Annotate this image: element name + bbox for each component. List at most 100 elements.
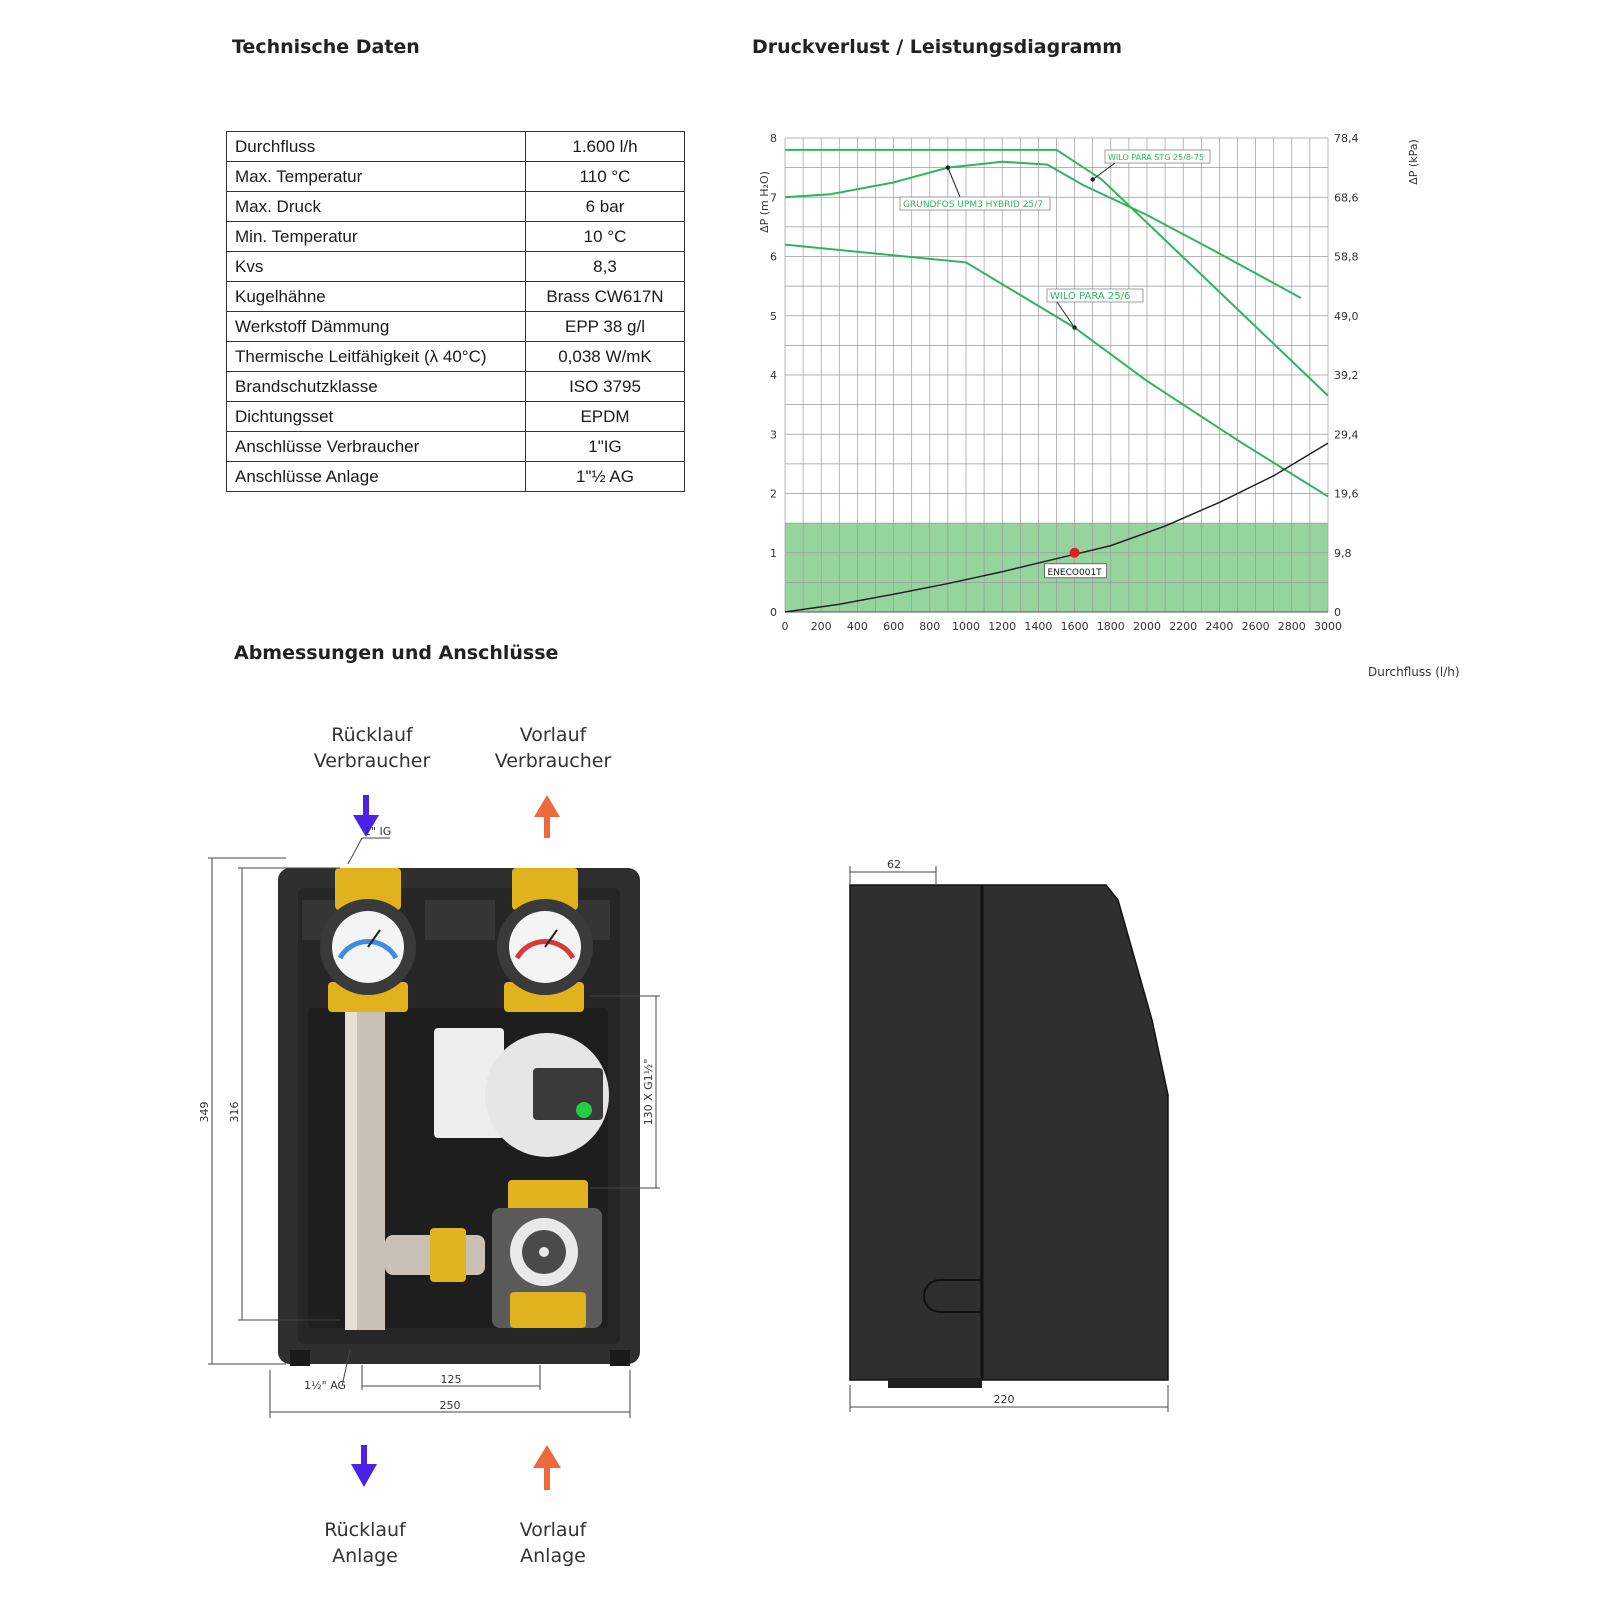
y-right-tick-label: 78,4 (1334, 132, 1359, 145)
y-tick-label: 4 (770, 369, 777, 382)
x-tick-label: 400 (847, 620, 868, 633)
arrow-up-supply-system-icon (533, 1445, 561, 1490)
heading-dimensions: Abmessungen und Anschlüsse (234, 642, 559, 664)
series-label-leader (1056, 301, 1076, 328)
front-view-drawing: 1" IG 349 316 130 X G1½" 1½" AG 125 250 (198, 795, 660, 1490)
x-tick-label: 2400 (1205, 620, 1233, 633)
operating-point-label: ENECO001T (1048, 568, 1103, 578)
y-right-tick-label: 19,6 (1334, 488, 1359, 501)
spec-label: Anschlüsse Anlage (226, 461, 526, 492)
spec-label: Brandschutzklasse (226, 371, 526, 402)
series-label-dot (945, 165, 951, 170)
spec-value: 6 bar (525, 191, 685, 222)
series-label-box (1104, 149, 1211, 164)
x-tick-label: 3000 (1314, 620, 1342, 633)
x-tick-label: 200 (811, 620, 832, 633)
series-label-box (1046, 288, 1144, 303)
mixing-valve-knob-icon (510, 1218, 578, 1286)
circulation-pump-icon (434, 1028, 609, 1157)
series-line (784, 160, 1302, 299)
spec-value: 1"IG (525, 431, 685, 462)
y-right-tick-label: 58,8 (1334, 251, 1359, 264)
series-label: WILO PARA 25/6 (1050, 291, 1130, 302)
x-tick-label: 1800 (1097, 620, 1125, 633)
arrow-down-return-system-icon (351, 1445, 377, 1487)
y-right-tick-label: 9,8 (1334, 547, 1352, 560)
spec-value: 8,3 (525, 251, 685, 282)
arrow-down-return-consumer-icon (353, 795, 379, 837)
y-right-tick-label: 29,4 (1334, 428, 1359, 441)
y-tick-label: 5 (770, 310, 777, 323)
label-return-consumer: Rücklauf Verbraucher (313, 724, 431, 772)
series-label-box (899, 196, 1051, 211)
spec-value: 110 °C (525, 161, 685, 192)
y-tick-label: 1 (770, 547, 777, 560)
y-tick-label: 8 (770, 132, 777, 145)
spec-value: EPDM (525, 401, 685, 432)
thermometer-return-icon (320, 899, 416, 995)
dim-depth-top: 62 (887, 858, 901, 871)
series-label: GRUNDFOS UPM3 HYBRID 25/7 (903, 200, 1043, 210)
y-tick-label: 3 (770, 428, 777, 441)
spec-value: EPP 38 g/l (525, 311, 685, 342)
heading-tech: Technische Daten (232, 36, 420, 58)
insulation-side-body (849, 884, 1169, 1381)
heading-diagram: Druckverlust / Leistungsdiagramm (752, 36, 1122, 58)
dim-spacing: 125 (441, 1373, 462, 1386)
series-line (784, 442, 1329, 613)
spec-value: 1"½ AG (525, 461, 685, 492)
series-label-dot (1090, 177, 1095, 182)
series-line (784, 243, 1329, 498)
dim-height-inner: 316 (228, 1102, 241, 1123)
y-axis-label: ΔP (m H₂O) (758, 171, 771, 233)
x-axis-label: Durchfluss (l/h) (1368, 665, 1460, 679)
dim-pump-length: 130 X G1½" (642, 1059, 655, 1126)
spec-label: Max. Temperatur (226, 161, 526, 192)
spec-label: Anschlüsse Verbraucher (226, 431, 526, 462)
spec-label: Werkstoff Dämmung (226, 311, 526, 342)
y-right-tick-label: 49,0 (1334, 310, 1359, 323)
dim-width: 250 (440, 1399, 461, 1412)
series-line (785, 148, 1329, 397)
side-view-drawing: 62 220 (849, 858, 1169, 1412)
operating-point (1069, 547, 1080, 558)
x-tick-label: 0 (782, 620, 789, 633)
label-supply-consumer: Vorlauf Verbraucher (494, 724, 612, 772)
spec-label: Max. Druck (226, 191, 526, 222)
x-tick-label: 600 (883, 620, 904, 633)
spec-label: Thermische Leitfähigkeit (λ 40°C) (226, 341, 526, 372)
series-label-leader (947, 167, 961, 198)
fitting-top-right (512, 868, 578, 910)
x-tick-label: 1400 (1024, 620, 1052, 633)
spec-value: ISO 3795 (525, 371, 685, 402)
y-tick-label: 2 (770, 488, 777, 501)
label-return-system: Rücklauf Anlage (324, 1519, 406, 1567)
x-tick-label: 1600 (1061, 620, 1089, 633)
dim-top-connection: 1" IG (364, 825, 391, 838)
x-tick-label: 2000 (1133, 620, 1161, 633)
spec-row: Thermische Leitfähigkeit (λ 40°C)0,038 W… (226, 341, 685, 372)
spec-value: 0,038 W/mK (525, 341, 685, 372)
dim-height-total: 349 (198, 1102, 211, 1123)
series-label: WILO PARA STG 25/8-75 (1108, 153, 1204, 162)
spec-value: Brass CW617N (525, 281, 685, 312)
x-tick-label: 2800 (1278, 620, 1306, 633)
spec-label: Dichtungsset (226, 401, 526, 432)
x-tick-label: 1200 (988, 620, 1016, 633)
y-right-tick-label: 0 (1334, 606, 1341, 619)
y-tick-label: 0 (770, 606, 777, 619)
spec-value: 1.600 l/h (525, 131, 685, 162)
dim-depth: 220 (994, 1393, 1015, 1406)
spec-label: Kugelhähne (226, 281, 526, 312)
